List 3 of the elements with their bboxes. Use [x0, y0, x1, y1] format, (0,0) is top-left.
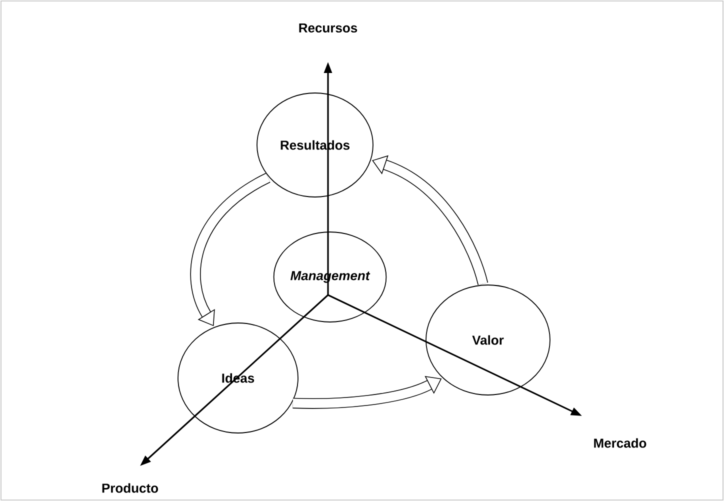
axis-label: Producto: [102, 483, 158, 493]
axis-label: Mercado: [594, 438, 646, 448]
axis-label: Recursos: [299, 23, 358, 33]
